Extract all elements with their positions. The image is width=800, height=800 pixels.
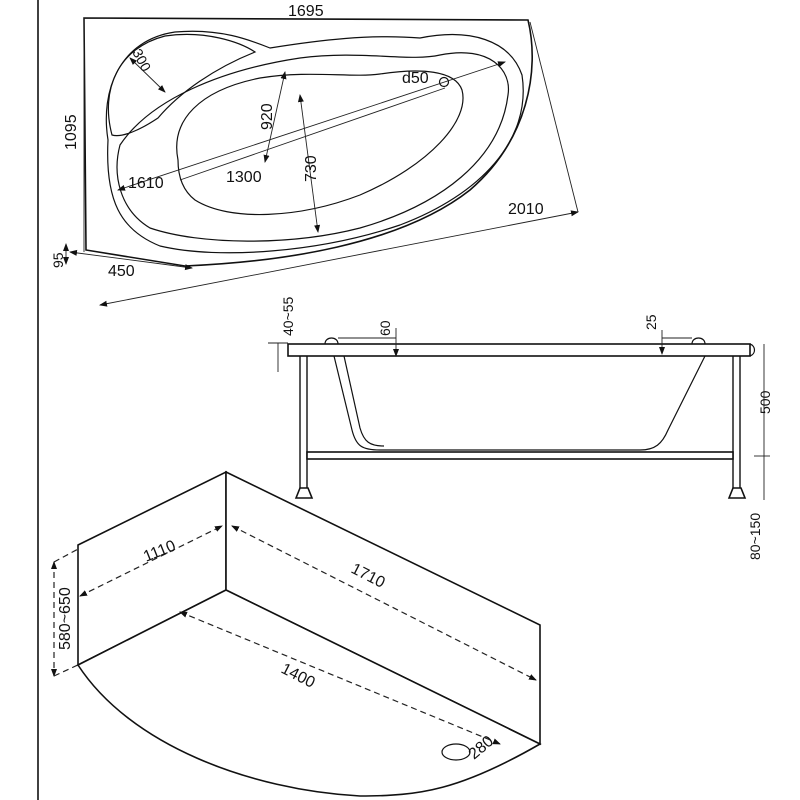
rim-height-label: 40~55	[280, 296, 296, 336]
short-side-dim	[69, 249, 193, 271]
short-side-label: 450	[108, 263, 135, 280]
diagonal-ext	[529, 21, 579, 213]
rim-right-label: 25	[643, 314, 659, 330]
height-label: 580~650	[57, 587, 74, 650]
leg-label: 80~150	[747, 513, 763, 560]
iso-view: 1110 1710 580~650 1400 280	[51, 470, 542, 797]
side-basin	[333, 355, 706, 451]
diagonal-dim	[99, 210, 579, 307]
side-knob-right	[691, 337, 706, 345]
inner-length-label: 1610	[128, 175, 164, 192]
rim-label: 95	[50, 252, 66, 268]
side-rim	[287, 343, 751, 357]
depth-label: 500	[757, 390, 773, 414]
bottom-width-dim	[297, 94, 321, 233]
height-label: 1095	[63, 114, 80, 150]
side-crossbar	[306, 451, 734, 460]
height-ext-top	[53, 547, 81, 563]
bottom-width-label: 730	[303, 155, 320, 182]
foot-right	[727, 487, 747, 499]
height-ext-bottom	[53, 663, 81, 677]
diagonal-label: 2010	[508, 201, 544, 218]
width-label: 1695	[288, 3, 324, 20]
short-wall-dim	[79, 525, 223, 597]
top-view: 1695 1095 300 d50 920 1300 1610 730 2010…	[50, 3, 579, 307]
side-rim-edge	[749, 343, 756, 357]
rim-left-label: 60	[377, 320, 393, 336]
side-basin-inner	[343, 355, 385, 447]
foot-left	[294, 487, 314, 499]
inner-width-label: 920	[259, 103, 276, 130]
drain-label: d50	[402, 70, 429, 87]
bottom-length-label: 1300	[226, 169, 262, 186]
base-dim	[179, 611, 501, 745]
side-view: 40~55 60 25 500 80~150	[268, 296, 773, 560]
side-knob-left	[324, 337, 339, 345]
